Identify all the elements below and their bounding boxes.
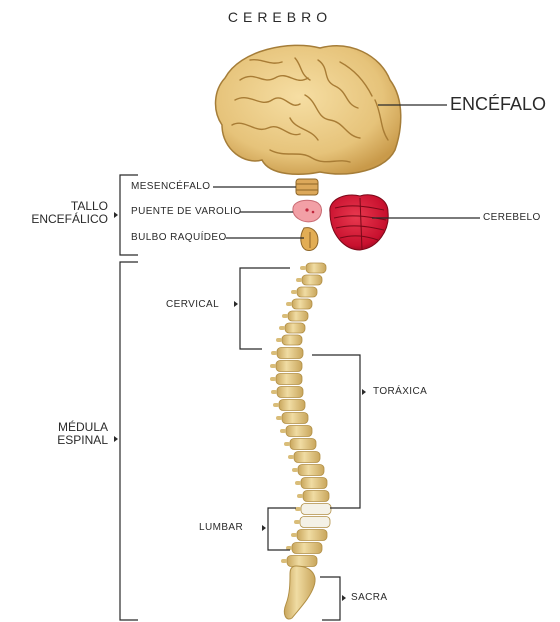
brain-image xyxy=(214,44,402,175)
toraxica-label: TORÁXICA xyxy=(373,386,428,397)
vertebra xyxy=(286,555,318,567)
medula-arrow-icon xyxy=(114,436,118,442)
puente-label: PUENTE DE VAROLIO xyxy=(131,206,242,217)
medula-label-line2: ESPINAL xyxy=(57,433,108,447)
cervical-label: CERVICAL xyxy=(166,299,220,310)
vertebra-process xyxy=(271,390,277,394)
puente-image xyxy=(292,199,322,223)
vertebra-process xyxy=(273,403,279,407)
vertebra-process xyxy=(280,429,286,433)
vertebra xyxy=(301,274,323,286)
mesencefalo-image xyxy=(295,178,319,196)
vertebra xyxy=(305,262,327,274)
vertebra-process xyxy=(276,338,282,342)
vertebra-process xyxy=(271,351,277,355)
vertebra xyxy=(296,286,318,298)
encefalo-label: ENCÉFALO xyxy=(450,94,547,114)
spine-image xyxy=(270,262,332,620)
arrow-tips xyxy=(114,212,366,601)
vertebra xyxy=(278,399,306,411)
vertebra xyxy=(293,451,321,463)
vertebra xyxy=(281,334,303,346)
vertebra xyxy=(284,322,306,334)
vertebra xyxy=(276,347,304,359)
vertebra-process xyxy=(291,290,297,294)
vertebra-process xyxy=(284,442,290,446)
vertebra xyxy=(275,373,303,385)
toraxica-arrow-icon xyxy=(362,389,366,395)
vertebra-process xyxy=(288,455,294,459)
lumbar-label: LUMBAR xyxy=(199,522,244,533)
vertebra-process xyxy=(295,481,301,485)
sacra-label: SACRA xyxy=(351,592,388,603)
vertebra xyxy=(285,425,313,437)
tallo-arrow-icon xyxy=(114,212,118,218)
vertebra-process xyxy=(281,559,287,563)
bulbo-label: BULBO RAQUÍDEO xyxy=(131,232,227,243)
vertebra-process xyxy=(295,507,301,511)
cerebelo-label: CEREBELO xyxy=(483,212,541,223)
vertebra-process xyxy=(286,546,292,550)
vertebra xyxy=(276,386,304,398)
vertebra-process xyxy=(294,520,300,524)
vertebra-process xyxy=(282,314,288,318)
vertebra-process xyxy=(279,326,285,330)
vertebra xyxy=(297,464,325,476)
cerebelo-image xyxy=(329,194,389,251)
vertebra xyxy=(289,438,317,450)
vertebra-process xyxy=(286,302,292,306)
cervical-arrow-icon xyxy=(234,301,238,307)
leader-lines xyxy=(119,104,480,621)
sacra-arrow-icon xyxy=(342,595,346,601)
vertebra xyxy=(275,360,303,372)
bulbo-image xyxy=(300,227,319,251)
vertebra-process xyxy=(297,494,303,498)
vertebra xyxy=(291,298,313,310)
sacrum-bone xyxy=(283,565,316,620)
vertebra-process xyxy=(296,278,302,282)
vertebra xyxy=(281,412,309,424)
vertebra xyxy=(291,542,323,554)
vertebra xyxy=(300,477,328,489)
mesencefalo-label: MESENCÉFALO xyxy=(131,181,211,192)
vertebra-process xyxy=(270,377,276,381)
vertebra-process xyxy=(300,266,306,270)
vertebra xyxy=(300,503,332,515)
vertebra xyxy=(287,310,309,322)
vertebra xyxy=(296,529,328,541)
vertebra xyxy=(299,516,331,528)
vertebra-process xyxy=(292,468,298,472)
vertebra-process xyxy=(276,416,282,420)
vertebra xyxy=(302,490,330,502)
page-title: CEREBRO xyxy=(227,9,333,25)
tallo-label-line2: ENCEFÁLICO xyxy=(31,212,108,226)
lumbar-arrow-icon xyxy=(262,525,266,531)
vertebra-process xyxy=(270,364,276,368)
tallo-label-line1: TALLO xyxy=(70,199,108,213)
medula-label-line1: MÉDULA xyxy=(57,420,108,434)
vertebra-process xyxy=(291,533,297,537)
